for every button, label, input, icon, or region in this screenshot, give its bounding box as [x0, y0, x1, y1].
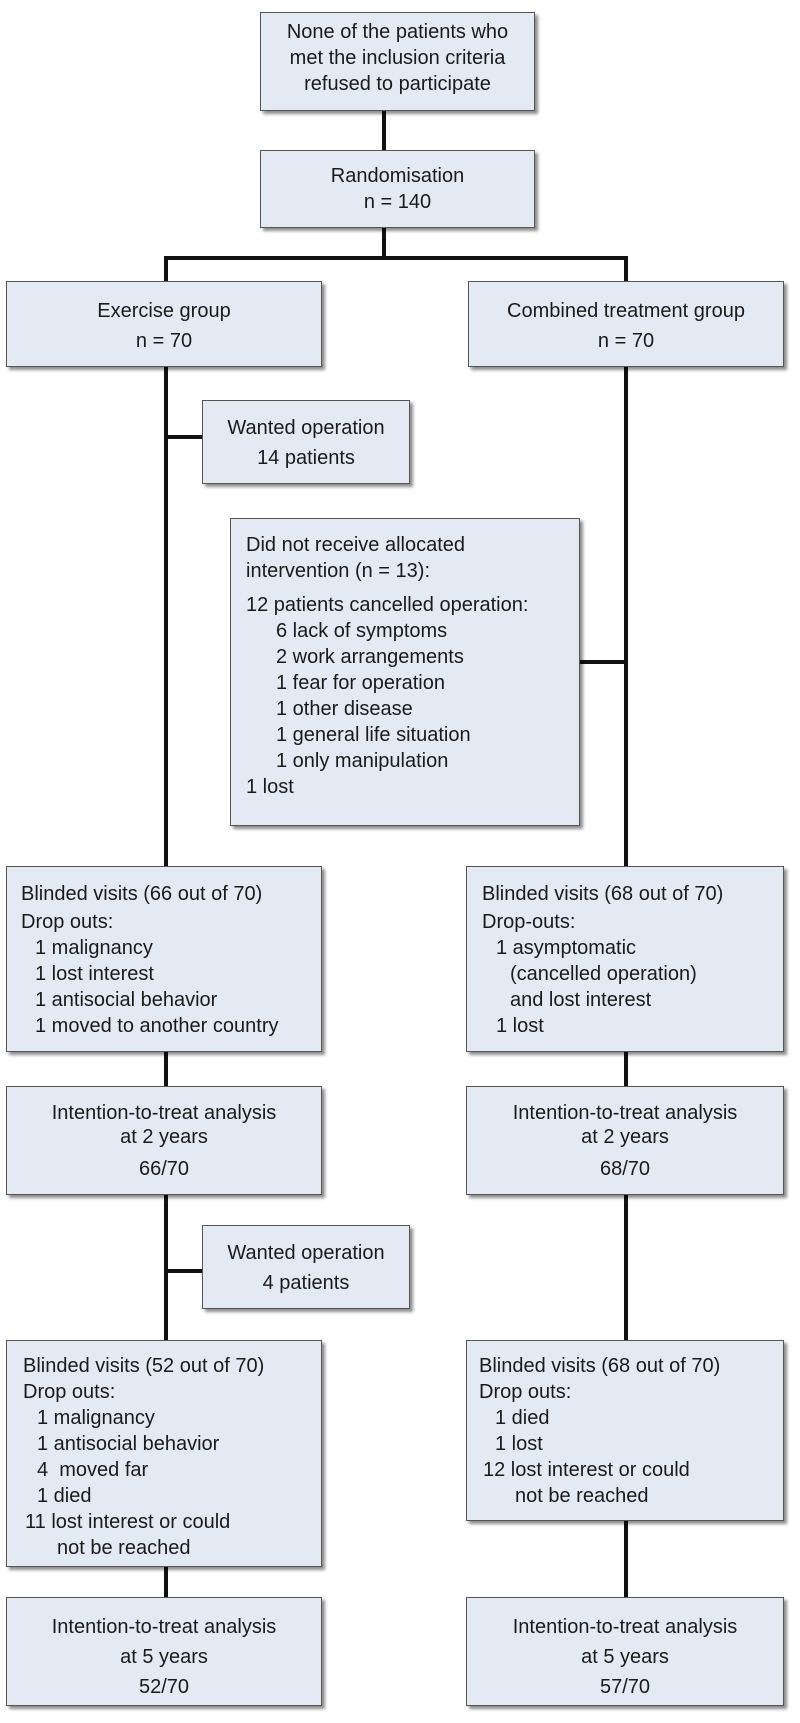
dropout-item: 1 malignancy: [35, 937, 153, 959]
combined-group-box: Combined treatment group n = 70: [468, 281, 784, 367]
dropout-item: 1 asymptomatic: [496, 937, 637, 959]
dropout-item: 12 lost interest or could: [483, 1459, 690, 1481]
cancel-reason: 2 work arrangements: [276, 646, 464, 668]
dropout-item: 1 lost: [496, 1015, 544, 1037]
itt-ratio: 52/70: [138, 1676, 190, 1698]
itt-timepoint: at 2 years: [120, 1126, 208, 1148]
itt-title: Intention-to-treat analysis: [512, 1102, 738, 1124]
wanted-operation-title: Wanted operation: [227, 1242, 385, 1264]
combined-blinded-visits-5y-box: Blinded visits (68 out of 70) Drop outs:…: [466, 1340, 784, 1521]
dropout-item-continued: (cancelled operation): [510, 963, 697, 985]
cancel-reason: 1 other disease: [276, 698, 413, 720]
itt-timepoint: at 5 years: [581, 1646, 669, 1668]
exercise-group-n: n = 70: [135, 330, 193, 352]
inclusion-note-line: refused to participate: [304, 73, 491, 95]
itt-title: Intention-to-treat analysis: [51, 1102, 277, 1124]
dropout-item: 1 lost interest: [35, 963, 154, 985]
itt-title: Intention-to-treat analysis: [512, 1616, 738, 1638]
not-received-header: Did not receive allocated: [246, 534, 466, 556]
randomisation-n: n = 140: [363, 191, 432, 213]
blinded-visits-title: Blinded visits (66 out of 70): [21, 883, 263, 905]
exercise-group-box: Exercise group n = 70: [6, 281, 322, 367]
not-received-header: intervention (n = 13):: [246, 560, 430, 582]
wanted-operation-count: 14 patients: [257, 447, 355, 469]
randomisation-title: Randomisation: [330, 165, 465, 187]
wanted-operation-box: Wanted operation 14 patients: [202, 400, 410, 484]
itt-ratio: 68/70: [599, 1158, 651, 1180]
dropout-item: 1 antisocial behavior: [37, 1433, 220, 1455]
itt-ratio: 66/70: [138, 1158, 190, 1180]
exercise-itt-5y-box: Intention-to-treat analysis at 5 years 5…: [6, 1597, 322, 1706]
dropouts-label: Drop outs:: [21, 911, 114, 933]
combined-itt-5y-box: Intention-to-treat analysis at 5 years 5…: [466, 1597, 784, 1706]
itt-title: Intention-to-treat analysis: [51, 1616, 277, 1638]
inclusion-note-line: None of the patients who: [286, 21, 509, 43]
dropout-item: 1 malignancy: [37, 1407, 155, 1429]
dropout-item: 11 lost interest or could: [25, 1511, 231, 1533]
blinded-visits-title: Blinded visits (68 out of 70): [479, 1355, 721, 1377]
dropout-item-continued: not be reached: [515, 1485, 649, 1507]
dropout-item: 1 died: [37, 1485, 92, 1507]
dropout-item: 1 died: [495, 1407, 550, 1429]
cancelled-operation-title: 12 patients cancelled operation:: [246, 594, 529, 616]
not-received-lost: 1 lost: [246, 776, 294, 798]
combined-group-n: n = 70: [597, 330, 655, 352]
blinded-visits-title: Blinded visits (52 out of 70): [23, 1355, 265, 1377]
exercise-blinded-visits-5y-box: Blinded visits (52 out of 70) Drop outs:…: [6, 1340, 322, 1567]
exercise-blinded-visits-2y-box: Blinded visits (66 out of 70) Drop outs:…: [6, 866, 322, 1052]
dropout-item: 1 moved to another country: [35, 1015, 279, 1037]
itt-timepoint: at 2 years: [581, 1126, 669, 1148]
dropout-item: 4 moved far: [37, 1459, 149, 1481]
exercise-itt-2y-box: Intention-to-treat analysis at 2 years 6…: [6, 1086, 322, 1195]
itt-timepoint: at 5 years: [120, 1646, 208, 1668]
cancel-reason: 6 lack of symptoms: [276, 620, 448, 642]
wanted-operation-count: 4 patients: [262, 1272, 350, 1294]
combined-itt-2y-box: Intention-to-treat analysis at 2 years 6…: [466, 1086, 784, 1195]
dropouts-label: Drop-outs:: [482, 911, 576, 933]
combined-blinded-visits-2y-box: Blinded visits (68 out of 70) Drop-outs:…: [466, 866, 784, 1052]
dropout-item-continued: not be reached: [57, 1537, 191, 1559]
blinded-visits-title: Blinded visits (68 out of 70): [482, 883, 724, 905]
wanted-operation-box: Wanted operation 4 patients: [202, 1225, 410, 1309]
wanted-operation-title: Wanted operation: [227, 417, 385, 439]
cancel-reason: 1 general life situation: [276, 724, 471, 746]
dropout-item-continued: and lost interest: [510, 989, 652, 1011]
dropouts-label: Drop outs:: [23, 1381, 116, 1403]
itt-ratio: 57/70: [599, 1676, 651, 1698]
dropout-item: 1 antisocial behavior: [35, 989, 218, 1011]
cancel-reason: 1 fear for operation: [276, 672, 445, 694]
inclusion-note-line: met the inclusion criteria: [289, 47, 506, 69]
dropout-item: 1 lost: [495, 1433, 543, 1455]
cancel-reason: 1 only manipulation: [276, 750, 449, 772]
dropouts-label: Drop outs:: [479, 1381, 572, 1403]
exercise-group-title: Exercise group: [97, 300, 231, 322]
inclusion-note-box: None of the patients who met the inclusi…: [260, 12, 535, 111]
not-received-intervention-box: Did not receive allocated intervention (…: [230, 518, 580, 826]
randomisation-box: Randomisation n = 140: [260, 150, 535, 228]
combined-group-title: Combined treatment group: [507, 300, 745, 322]
